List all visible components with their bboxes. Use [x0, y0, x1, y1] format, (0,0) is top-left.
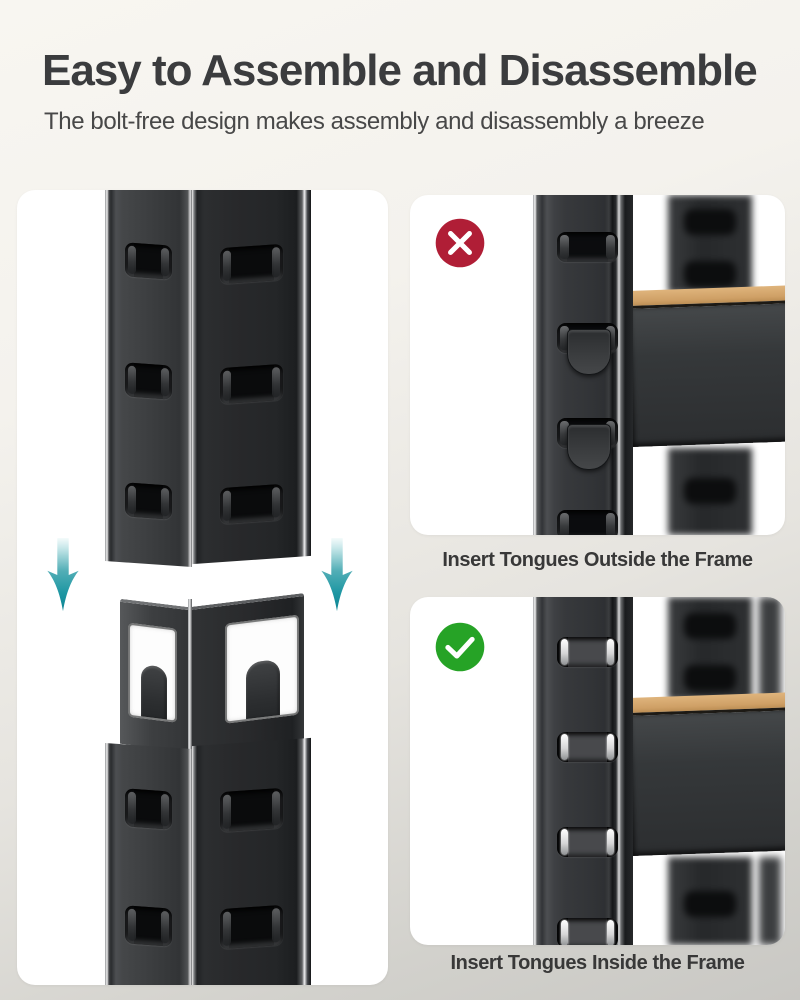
- blurred-slot: [684, 665, 736, 691]
- background-post-blurred: [668, 448, 752, 535]
- blurred-slot: [684, 478, 736, 504]
- page-title: Easy to Assemble and Disassemble: [42, 46, 758, 95]
- post-slot-tongue-inside: [557, 637, 618, 667]
- panel-wrong-method: [410, 195, 785, 535]
- post-slot-tongue-inside: [557, 827, 618, 857]
- post-slot: [125, 788, 172, 830]
- post-slot: [220, 904, 283, 950]
- shelf-beam-side: [627, 710, 785, 856]
- post-slot: [125, 905, 172, 947]
- background-post-edge-blurred: [759, 597, 781, 700]
- post-slot: [125, 482, 172, 520]
- blurred-slot: [684, 209, 736, 235]
- blurred-slot: [684, 613, 736, 639]
- check-icon: [435, 622, 485, 672]
- bracket-corner-ridge: [188, 599, 192, 749]
- shelf-beam: [627, 692, 785, 856]
- post-slot-tongue-inside: [557, 918, 618, 945]
- tongue-outside: [567, 424, 611, 470]
- lower-post-left-face: [105, 742, 192, 985]
- background-post-blurred: [668, 195, 752, 293]
- post-slot: [220, 243, 283, 285]
- post-slot: [220, 483, 283, 525]
- background-post-blurred: [668, 597, 752, 700]
- connector-bracket-left-face: [120, 598, 190, 753]
- panel-assembly-demo: [17, 190, 388, 985]
- upper-post-left-face: [105, 190, 192, 568]
- background-post-blurred: [668, 857, 752, 945]
- blurred-slot: [684, 261, 736, 287]
- shelf-beam: [627, 285, 785, 447]
- caption-correct: Insert Tongues Inside the Frame: [450, 952, 745, 974]
- post-slot: [220, 787, 283, 833]
- upper-post-right-face: [192, 190, 311, 565]
- post-slot: [220, 363, 283, 405]
- tongue-cutout: [246, 658, 280, 720]
- bracket-window: [225, 614, 299, 724]
- frame-post: [533, 597, 633, 945]
- tongue-cutout: [141, 664, 167, 720]
- panel-correct-method: [410, 597, 785, 945]
- post-slot: [125, 362, 172, 400]
- cross-icon: [435, 218, 485, 268]
- down-arrow-icon: [47, 538, 79, 612]
- post-slot: [125, 242, 172, 280]
- tongue-outside: [567, 329, 611, 375]
- caption-wrong: Insert Tongues Outside the Frame: [442, 549, 753, 571]
- blurred-slot: [684, 891, 736, 917]
- page-subtitle: The bolt-free design makes assembly and …: [44, 108, 705, 135]
- down-arrow-icon: [321, 538, 353, 612]
- bracket-window: [128, 622, 177, 723]
- background-post-edge-blurred: [759, 857, 781, 945]
- lower-post-right-face: [192, 737, 311, 985]
- post-slot: [557, 510, 618, 535]
- connector-bracket-right-face: [190, 593, 304, 757]
- post-slot: [557, 232, 618, 262]
- post-slot-tongue-inside: [557, 732, 618, 762]
- shelf-beam-side: [627, 303, 785, 447]
